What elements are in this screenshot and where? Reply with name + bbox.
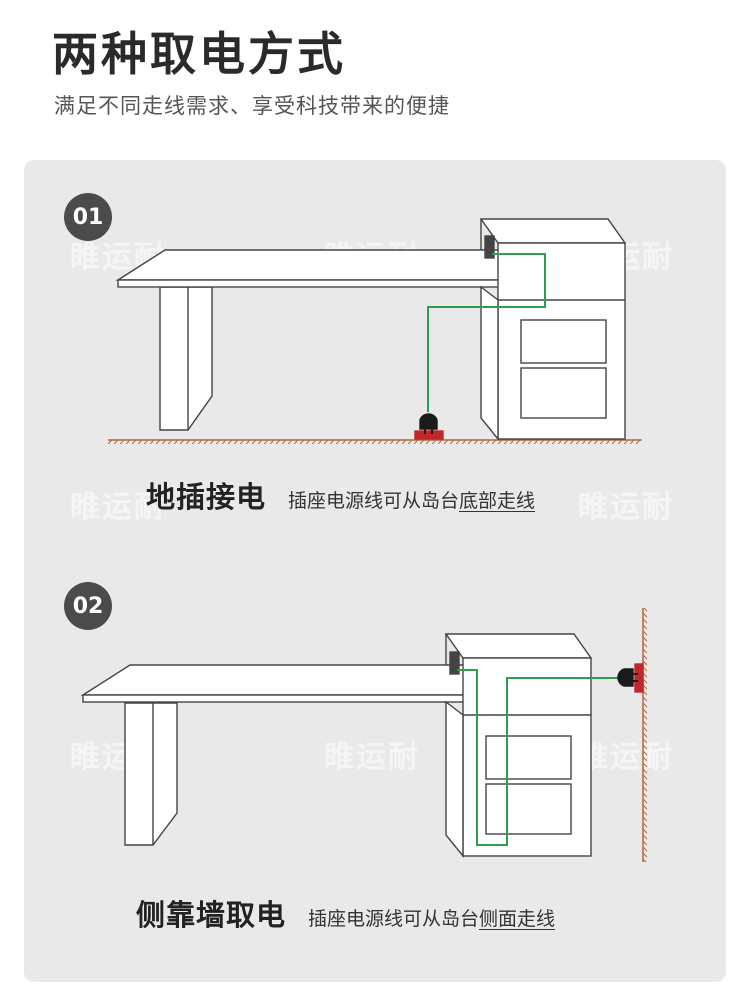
caption-wall-socket: 侧靠墙取电 插座电源线可从岛台侧面走线 <box>136 892 555 934</box>
method-desc: 插座电源线可从岛台侧面走线 <box>308 904 555 931</box>
desc-highlight: 侧面走线 <box>479 908 556 930</box>
watermark: 睢运耐 <box>578 240 674 275</box>
step-badge-01: 01 <box>64 193 112 241</box>
method-title: 地插接电 <box>146 480 267 514</box>
method-title: 侧靠墙取电 <box>136 898 287 932</box>
watermark: 睢运耐 <box>70 490 166 525</box>
desc-highlight: 底部走线 <box>459 490 536 512</box>
method-desc: 插座电源线可从岛台底部走线 <box>288 486 535 513</box>
watermark: 睢运耐 <box>324 240 420 275</box>
desc-text: 插座电源线可从岛台 <box>288 490 460 512</box>
page-title: 两种取电方式 <box>52 27 346 81</box>
watermark: 睢运耐 <box>578 740 674 775</box>
watermark: 睢运耐 <box>324 740 420 775</box>
step-badge-02: 02 <box>64 582 112 630</box>
desc-text: 插座电源线可从岛台 <box>308 908 480 930</box>
diagram-panel <box>24 160 726 982</box>
watermark: 睢运耐 <box>578 490 674 525</box>
watermark: 睢运耐 <box>70 740 166 775</box>
page-subtitle: 满足不同走线需求、享受科技带来的便捷 <box>54 94 450 118</box>
caption-floor-socket: 地插接电 插座电源线可从岛台底部走线 <box>146 474 535 516</box>
